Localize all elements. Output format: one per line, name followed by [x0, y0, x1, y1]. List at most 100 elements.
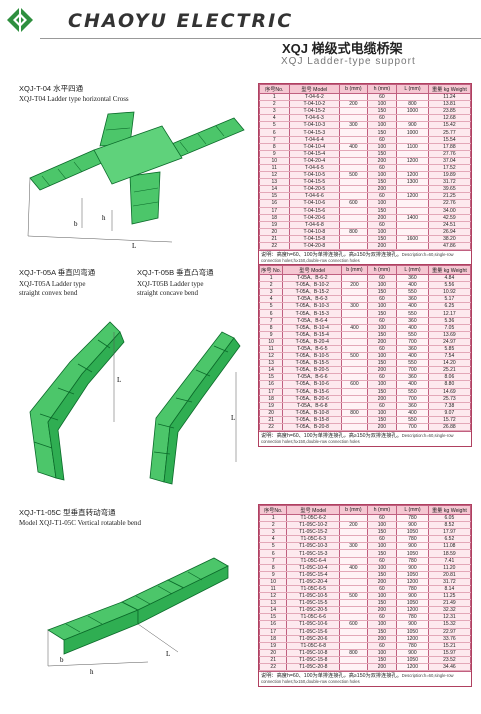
table-cell: 12: [258, 352, 284, 361]
table-cell: [341, 331, 368, 339]
table-cell: 5.85: [427, 345, 472, 354]
table-cell: 6: [258, 309, 284, 318]
table-cell: 32.32: [427, 606, 472, 615]
table-cell: 22: [259, 242, 290, 251]
table-cell: [341, 388, 368, 396]
table-cell: 100: [366, 564, 398, 572]
table-cell: [339, 192, 368, 201]
table-cell: T-04-6-5: [288, 164, 341, 173]
table-cell: 15: [258, 613, 288, 622]
table-cell: 900: [396, 649, 429, 657]
table-cell: 1: [258, 514, 288, 523]
column-header: 重量 kg Weight: [427, 265, 472, 275]
table-cell: T1-05C-15-2: [286, 528, 341, 537]
table-cell: 20: [258, 409, 284, 417]
table-cell: 60: [366, 557, 398, 565]
table-cell: 8: [258, 564, 288, 572]
table-cell: 100: [366, 592, 398, 601]
table-cell: [339, 571, 368, 579]
table-cell: 200: [366, 157, 398, 165]
table-cell: 17: [258, 388, 284, 396]
table-cell: T1-05C-6-3: [286, 535, 341, 544]
table-cell: T1-05C-20-8: [286, 663, 341, 672]
table-cell: 800: [396, 100, 429, 109]
table-cell: 900: [396, 592, 429, 601]
page-title: XQJ 梯级式电缆桥架: [282, 41, 403, 56]
table-cell: 15.72: [427, 416, 472, 424]
table-cell: 34.46: [427, 663, 472, 672]
table-cell: 21.49: [427, 599, 472, 608]
table-cell: 19: [259, 221, 290, 229]
table-cell: 400: [396, 380, 429, 389]
table-cell: 21: [259, 235, 290, 243]
table-cell: 400: [341, 324, 368, 332]
table-cell: 7.05: [427, 324, 472, 332]
table-cell: T1-05C-6-5: [286, 585, 341, 594]
table-cell: 200: [366, 663, 398, 672]
column-header: L (mm): [396, 84, 429, 94]
table-cell: T-05A、B-20-8: [282, 423, 343, 432]
table-cell: T-05A、B-15-3: [282, 309, 343, 318]
concave-code: XQJ-T-05B 垂直凸弯通: [137, 268, 214, 277]
table-cell: 780: [396, 557, 429, 565]
table-cell: 150: [366, 150, 398, 158]
table-cell: T-04-6-4: [288, 136, 341, 144]
table-cell: 13.69: [427, 331, 472, 339]
table-cell: 60: [366, 535, 398, 544]
table-cell: T-04-10-4: [288, 143, 341, 151]
table-cell: 2: [258, 281, 284, 290]
note-en: Description:h=60,single-row connection h…: [261, 252, 454, 264]
table-cell: [341, 309, 368, 318]
table-cell: T1-05C-10-6: [286, 620, 341, 629]
table-cell: 100: [366, 100, 398, 109]
table-cell: [396, 207, 429, 215]
table-cell: 700: [396, 366, 429, 375]
table-cell: 100: [366, 380, 398, 389]
table-cell: [396, 242, 429, 251]
table-cell: 3: [259, 107, 290, 116]
table-cell: 6.05: [427, 514, 472, 523]
table-cell: 8: [258, 324, 284, 332]
column-header: 序号No.: [259, 84, 290, 94]
table-cell: T1-05C-10-5: [286, 592, 341, 601]
column-header: 重量 kg Weight: [427, 84, 472, 94]
table-cell: 200: [366, 423, 398, 432]
table-cell: 17.52: [427, 164, 472, 173]
table-cell: 200: [366, 578, 398, 586]
table-cell: 400: [396, 352, 429, 361]
table-cell: 22: [258, 423, 284, 432]
table-cell: 5.56: [427, 281, 472, 290]
table-cell: 400: [396, 281, 429, 290]
table-cell: 12: [258, 592, 288, 601]
table-cell: 17.88: [427, 143, 472, 151]
table-cell: 60: [366, 402, 398, 410]
table-cell: [339, 242, 368, 251]
table-cell: 300: [339, 121, 368, 130]
table-cell: 5: [259, 121, 290, 130]
table-cell: T1-05C-10-3: [286, 542, 341, 551]
table-cell: 1050: [396, 528, 429, 537]
table-cell: 100: [366, 620, 398, 629]
table-cell: [339, 613, 368, 622]
table-cell: 11: [258, 585, 288, 594]
table-cell: 150: [366, 528, 398, 537]
table-cell: 1050: [396, 628, 429, 636]
table-cell: 17: [258, 628, 288, 636]
table-cell: 11.20: [427, 564, 472, 572]
table-cell: 60: [366, 114, 398, 123]
table-cell: [339, 221, 368, 229]
table-cell: [339, 235, 368, 243]
